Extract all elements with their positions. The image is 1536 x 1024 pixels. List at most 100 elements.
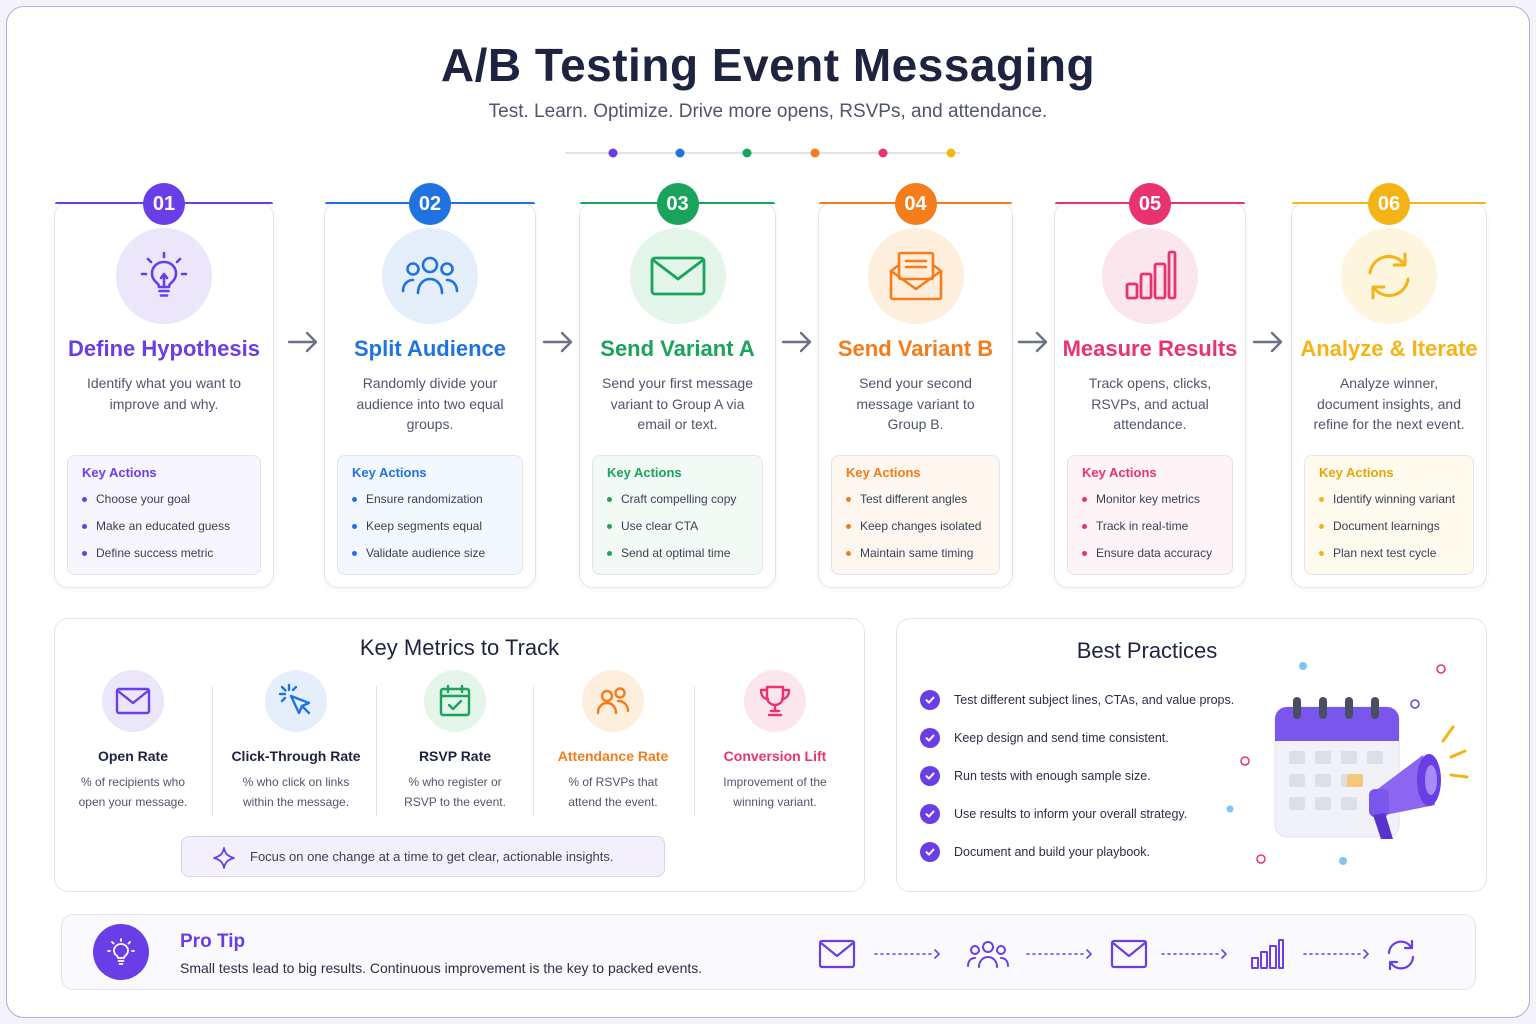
step-title: Send Variant B [837,336,994,361]
step-title: Analyze & Iterate [1300,336,1478,361]
envelope-icon [629,228,726,324]
checkmark-icon [920,690,940,710]
step-title: Define Hypothesis [68,336,260,361]
key-action-item: Make an educated guess [82,513,246,540]
key-actions-box: Key Actions Choose your goal Make an edu… [67,455,261,575]
step-title: Send Variant A [600,336,755,361]
metric-description: Improvement of the winning variant. [723,775,827,809]
focus-tip-text: Focus on one change at a time to get cle… [250,849,614,864]
best-practice-item: Document and build your playbook. [920,842,1150,862]
pro-tip-title: Pro Tip [180,931,246,952]
page-subtitle: Test. Learn. Optimize. Drive more opens,… [488,101,1048,122]
step-description: Send your first message variant to Group… [602,375,753,432]
key-actions-box: Key Actions Test different angles Keep c… [831,455,1000,575]
key-metrics-title: Key Metrics to Track [359,635,560,660]
key-action-item: Plan next test cycle [1319,540,1459,567]
step-number: 04 [894,183,937,225]
step-number: 03 [656,183,699,225]
key-action-item: Keep segments equal [352,513,508,540]
step-card-send-variant-a: 03 Send Variant A Send your first messag… [579,183,776,588]
checkmark-icon [920,804,940,824]
key-action-item: Identify winning variant [1319,486,1459,513]
lightbulb-icon [93,924,149,980]
step-number: 06 [1368,183,1410,225]
key-action-item: Monitor key metrics [1082,486,1218,513]
focus-tip-box: Focus on one change at a time to get cle… [181,836,665,877]
open-envelope-icon [867,228,964,324]
step-description: Identify what you want to improve and wh… [86,375,242,412]
key-action-item: Choose your goal [82,486,246,513]
sparkle-icon [213,847,235,869]
arrow-right-icon [1017,331,1048,353]
checkmark-icon [920,728,940,748]
key-action-item: Document learnings [1319,513,1459,540]
metric-description: % who click on links within the message. [242,775,350,809]
key-action-item: Define success metric [82,540,246,567]
divider [533,686,534,816]
bar-chart-icon [1251,939,1284,969]
envelope-icon [818,939,856,969]
pro-tip-text: Small tests lead to big results. Continu… [180,960,703,976]
key-actions-box: Key Actions Ensure randomization Keep se… [337,455,523,575]
key-actions-box: Key Actions Monitor key metrics Track in… [1067,455,1233,575]
key-actions-title: Key Actions [846,465,921,480]
checkmark-icon [920,842,940,862]
key-actions-box: Key Actions Identify winning variant Doc… [1304,455,1474,575]
step-card-analyze-iterate: 06 Analyze & Iterate Analyze winner, doc… [1291,183,1487,588]
trophy-icon [744,670,806,732]
metric-open-rate: Open Rate % of recipients who open your … [53,670,213,812]
key-action-item: Maintain same timing [846,540,985,567]
step-title: Measure Results [1062,336,1238,361]
lightbulb-icon [116,228,212,324]
key-action-item: Send at optimal time [607,540,748,567]
metric-title: Attendance Rate [557,748,669,764]
arrow-right-icon [1252,331,1283,353]
key-actions-title: Key Actions [352,465,427,480]
metric-description: % of recipients who open your message. [78,775,188,809]
envelope-icon [1110,939,1148,969]
best-practice-text: Use results to inform your overall strat… [954,807,1188,821]
dotted-arrow-icon [1303,949,1370,959]
key-actions-title: Key Actions [82,465,157,480]
best-practice-item: Keep design and send time consistent. [920,728,1169,748]
key-action-item: Ensure randomization [352,486,508,513]
step-description: Track opens, clicks, RSVPs, and actual a… [1088,375,1212,432]
metric-title: RSVP Rate [418,748,492,764]
divider [694,686,695,816]
bar-chart-icon [1102,228,1198,324]
step-card-define-hypothesis: 01 Define Hypothesis Identify what you w… [54,183,274,588]
metric-description: % of RSVPs that attend the event. [568,775,658,809]
dotted-arrow-icon [1026,949,1093,959]
best-practice-text: Test different subject lines, CTAs, and … [954,693,1235,707]
step-number: 01 [143,183,185,225]
refresh-icon [1387,939,1415,971]
step-number: 05 [1129,183,1171,225]
users-icon [967,941,1009,968]
key-actions-title: Key Actions [607,465,682,480]
dotted-arrow-icon [874,949,941,959]
step-description: Randomly divide your audience into two e… [356,375,504,432]
key-actions-title: Key Actions [1319,465,1394,480]
calendar-check-icon [424,670,486,732]
divider [212,686,213,816]
key-action-item: Keep changes isolated [846,513,985,540]
cursor-click-icon [265,670,327,732]
key-action-item: Track in real-time [1082,513,1218,540]
envelope-icon [102,670,164,732]
best-practices-title: Best Practices [1076,638,1218,663]
step-description: Send your second message variant to Grou… [856,375,975,432]
page-title: A/B Testing Event Messaging [440,39,1096,91]
metric-description: % who register or RSVP to the event. [404,775,506,809]
pro-tip-banner: Pro Tip Small tests lead to big results.… [61,914,1476,990]
step-card-split-audience: 02 Split Audience Randomly divide your a… [324,183,536,588]
metric-attendance-rate: Attendance Rate % of RSVPs that attend t… [533,670,693,812]
key-action-item: Test different angles [846,486,985,513]
key-action-item: Ensure data accuracy [1082,540,1218,567]
metric-title: Click-Through Rate [231,748,361,764]
users-icon [582,670,644,732]
metric-click-through-rate: Click-Through Rate % who click on links … [216,670,376,812]
best-practice-item: Use results to inform your overall strat… [920,804,1187,824]
best-practice-text: Run tests with enough sample size. [954,769,1151,783]
arrow-right-icon [781,331,812,353]
metric-title: Conversion Lift [723,748,827,764]
